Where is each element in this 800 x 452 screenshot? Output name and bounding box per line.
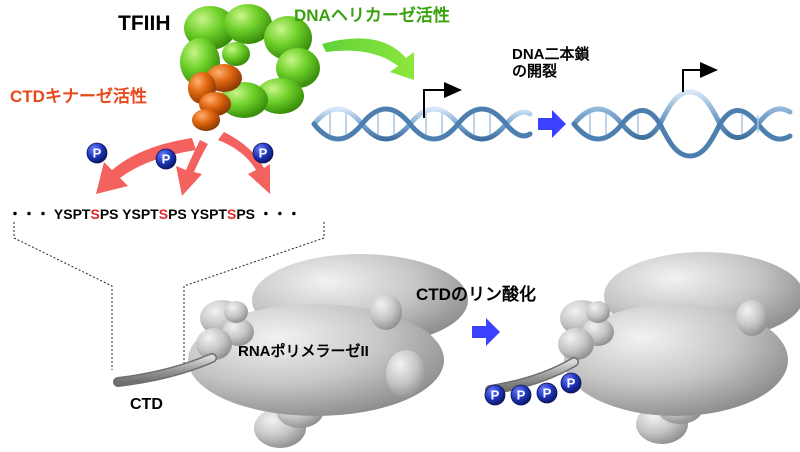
unwinding-process-arrow [538,110,566,138]
heptad-1-pre: YSPT [53,206,91,222]
heptad-1: YSPTSPS [54,206,119,222]
sequence-dots-right: ・・・ [258,206,301,222]
dna-open [571,89,793,159]
sequence-dots-left: ・・・ [8,206,50,222]
phosphorylation-process-arrow [472,318,500,346]
helicase-arrow [322,38,414,80]
dna-unwinding-label: DNA二本鎖 の開裂 [512,46,590,81]
tss-arrow-open [682,69,702,92]
heptad-3-pre: YSPT [190,206,227,222]
callout-lines [13,222,325,370]
phospho-ball-1 [86,142,108,164]
tss-arrow-closed [423,89,446,118]
kinase-arrow-middle [176,140,208,196]
polymerase-right [558,252,800,444]
dna-unwinding-line2: の開裂 [512,63,558,81]
heptad-1-serine: S [90,206,100,222]
tfiih-complex [180,4,320,131]
polymerase-left [188,254,468,448]
heptad-3-post: PS [236,206,255,222]
kinase-subunits [188,64,242,131]
heptad-2: YSPTSPS [122,206,187,222]
heptad-2-post: PS [168,206,187,222]
ctd-sequence: ・・・ YSPTSPS YSPTSPS YSPTSPS ・・・ [8,204,301,224]
dna-unwinding-line1: DNA二本鎖 [512,46,590,63]
heptad-1-post: PS [99,206,119,222]
tfiih-label: TFIIH [118,12,171,35]
kinase-arrows [96,132,270,196]
tss-arrowhead-open [700,62,718,78]
helicase-subunits [180,4,320,118]
dna-closed [311,106,533,142]
helicase-activity-label: DNAヘリカーゼ活性 [294,6,450,25]
phospho-ball-2 [155,148,177,170]
heptad-2-serine: S [158,206,169,222]
ctd-label: CTD [130,396,163,413]
heptad-2-pre: YSPT [122,206,159,222]
ctd-tail-left-fill [114,354,216,386]
tss-arrowhead-closed [444,82,462,98]
phospho-ball-ctd-1 [484,384,506,406]
phospho-ball-3 [252,142,274,164]
kinase-arrow-right [218,132,270,194]
phospho-ball-ctd-3 [536,382,558,404]
kinase-activity-label: CTDキナーゼ活性 [10,87,147,106]
heptad-3-serine: S [226,206,237,222]
rna-polymerase-label: RNAポリメラーゼII [238,343,369,360]
phospho-ball-ctd-2 [510,384,532,406]
ctd-phosphorylation-label: CTDのリン酸化 [416,285,536,304]
heptad-3: YSPTSPS [190,206,255,222]
phospho-ball-ctd-4 [560,372,582,394]
